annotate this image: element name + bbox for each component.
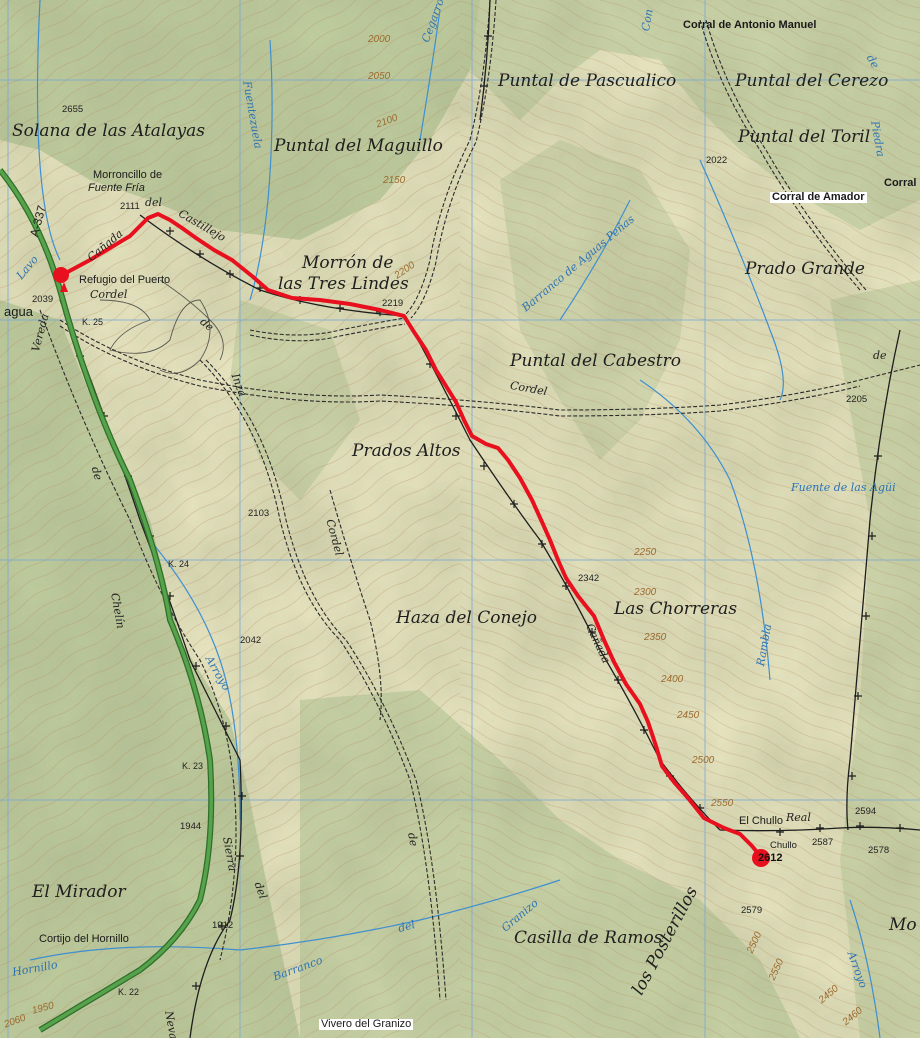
place-prados-altos: Prados Altos bbox=[352, 441, 461, 461]
elev-2219: 2219 bbox=[382, 298, 404, 309]
elev-2594: 2594 bbox=[855, 806, 877, 817]
streams bbox=[29, 0, 881, 1038]
elev-2111: 2111 bbox=[120, 201, 140, 212]
place-pascualico: Puntal de Pascualico bbox=[498, 71, 677, 91]
path-de3: de bbox=[873, 349, 887, 362]
road-a337 bbox=[0, 168, 215, 1033]
contour-2350: 2350 bbox=[644, 632, 667, 643]
elev-1944: 1944 bbox=[180, 821, 202, 832]
poi-corral-antonio-manuel: Corral de Antonio Manuel bbox=[683, 19, 817, 31]
path-de4: de bbox=[405, 831, 421, 848]
place-prado-grande: Prado Grande bbox=[745, 259, 865, 279]
hiking-route bbox=[60, 212, 764, 860]
poi-fuente-fria: Fuente Fría bbox=[88, 182, 145, 194]
elev-2103: 2103 bbox=[248, 508, 270, 519]
elev-2578: 2578 bbox=[868, 845, 890, 856]
contour-2300: 2300 bbox=[634, 587, 657, 598]
road-km-22: K. 22 bbox=[118, 987, 140, 997]
elev-2205: 2205 bbox=[846, 394, 868, 405]
switchbacks bbox=[99, 279, 224, 374]
elev-2039: 2039 bbox=[32, 294, 54, 305]
contour-2500: 2500 bbox=[692, 755, 715, 766]
elev-2655: 2655 bbox=[62, 104, 84, 115]
road-km-23: K. 23 bbox=[182, 761, 204, 771]
water-fuente-aguila: Fuente de las Agüi bbox=[791, 481, 896, 494]
path-cordel: Cordel bbox=[90, 288, 128, 301]
place-morron-2: las Tres Lindes bbox=[278, 274, 409, 294]
place-chorreras: Las Chorreras bbox=[614, 599, 738, 619]
place-mo: Mo bbox=[889, 915, 917, 935]
poi-corral-amador: Corral de Amador bbox=[770, 191, 867, 203]
road-km-24: K. 24 bbox=[168, 559, 190, 569]
poi-vivero-granizo: Vivero del Granizo bbox=[319, 1018, 414, 1030]
place-cerezo: Puntal del Cerezo bbox=[735, 71, 889, 91]
elev-summit: 2612 bbox=[758, 852, 783, 864]
place-solana: Solana de las Atalayas bbox=[12, 121, 205, 141]
elev-2022: 2022 bbox=[706, 155, 728, 166]
poi-morroncillo: Morroncillo de bbox=[93, 169, 163, 181]
refugio-marker bbox=[60, 282, 68, 292]
path-de2: de bbox=[88, 465, 105, 482]
path-real: Real bbox=[786, 811, 811, 824]
contour-2050: 2050 bbox=[368, 71, 391, 82]
contour-2000: 2000 bbox=[368, 34, 391, 45]
poi-chullo-small: Chullo bbox=[770, 840, 797, 851]
place-mirador: El Mirador bbox=[32, 882, 126, 902]
poi-el-chullo: El Chullo bbox=[739, 815, 784, 827]
water-con: Con bbox=[639, 8, 656, 33]
place-cabestro: Puntal del Cabestro bbox=[510, 351, 681, 371]
elev-2587: 2587 bbox=[812, 837, 834, 848]
route-end-marker bbox=[752, 849, 770, 867]
contour-2150: 2150 bbox=[383, 175, 406, 186]
elev-2579: 2579 bbox=[741, 905, 763, 916]
poi-corral-edge: Corral bbox=[884, 177, 917, 189]
contour-2550: 2550 bbox=[711, 798, 734, 809]
poi-refugio-puerto: Refugio del Puerto bbox=[79, 274, 171, 286]
elev-1912: 1912 bbox=[212, 920, 234, 931]
path-del: del bbox=[145, 196, 163, 209]
place-haza-conejo: Haza del Conejo bbox=[396, 608, 537, 628]
poi-agua-edge: agua bbox=[4, 304, 33, 319]
tracks bbox=[39, 0, 920, 1001]
route-start-marker bbox=[53, 267, 69, 283]
elev-2042: 2042 bbox=[240, 635, 262, 646]
place-toril: Puntal del Toril bbox=[738, 127, 871, 147]
place-maguillo: Puntal del Maguillo bbox=[274, 136, 443, 156]
contour-2250: 2250 bbox=[634, 547, 657, 558]
place-morron: Morrón de bbox=[302, 253, 394, 273]
contour-2450: 2450 bbox=[677, 710, 700, 721]
elev-2342: 2342 bbox=[578, 573, 600, 584]
contour-2400: 2400 bbox=[661, 674, 684, 685]
road-km-25: K. 25 bbox=[82, 317, 104, 327]
poi-cortijo-hornillo: Cortijo del Hornillo bbox=[39, 933, 129, 945]
place-casilla-ramos: Casilla de Ramos bbox=[514, 928, 663, 948]
